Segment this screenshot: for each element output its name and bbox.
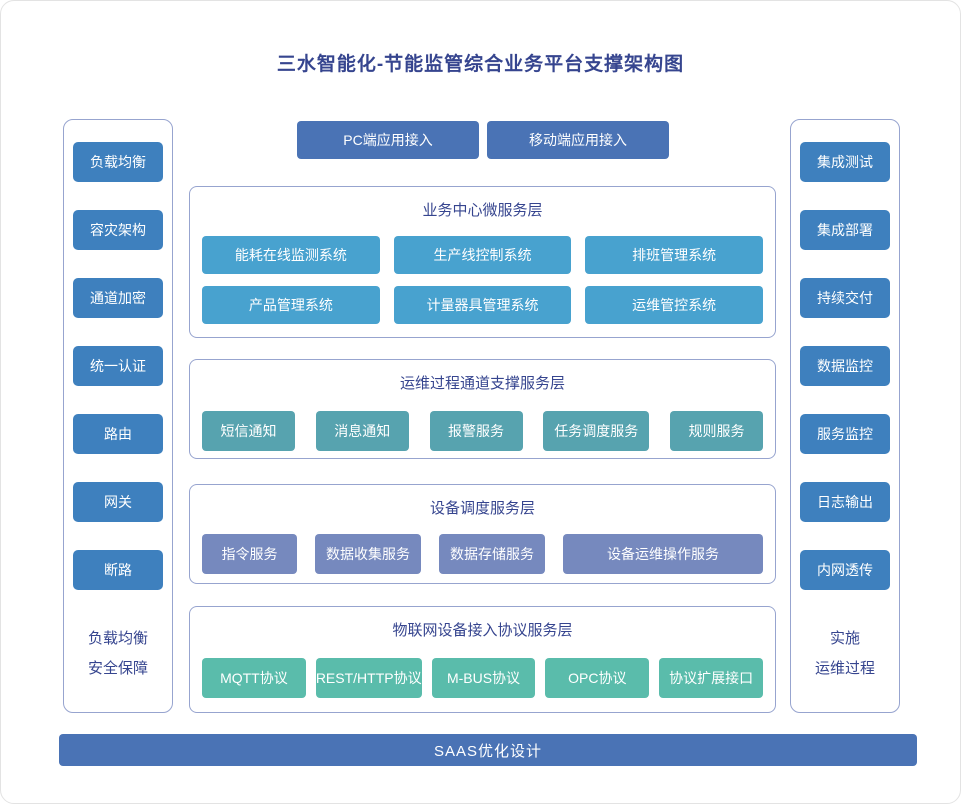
left-panel-nodes: 负载均衡 容灾架构 通道加密 统一认证 路由 网关 断路 bbox=[73, 142, 163, 590]
right-panel-nodes: 集成测试 集成部署 持续交付 数据监控 服务监控 日志输出 内网透传 bbox=[800, 142, 890, 590]
layer-node: 报警服务 bbox=[429, 411, 523, 451]
right-panel-node: 持续交付 bbox=[800, 278, 890, 318]
right-panel-node: 服务监控 bbox=[800, 414, 890, 454]
layer-node: 设备运维操作服务 bbox=[563, 534, 763, 574]
layer-title: 设备调度服务层 bbox=[429, 500, 535, 517]
left-panel-caption: 负载均衡 安全保障 bbox=[88, 624, 148, 684]
layer-row: MQTT协议 REST/HTTP协议 M-BUS协议 OPC协议 协议扩展接口 bbox=[190, 658, 775, 698]
pc-access-node: PC端应用接入 bbox=[297, 121, 479, 159]
right-panel-node: 集成测试 bbox=[800, 142, 890, 182]
layer-node: 协议扩展接口 bbox=[659, 658, 764, 698]
layer-node: MQTT协议 bbox=[202, 658, 306, 698]
left-panel-caption-line: 负载均衡 bbox=[87, 630, 148, 647]
layer-row: 产品管理系统 计量器具管理系统 运维管控系统 bbox=[190, 286, 775, 324]
left-panel-node: 通道加密 bbox=[73, 278, 163, 318]
left-panel-node: 网关 bbox=[73, 482, 163, 522]
layer-node: OPC协议 bbox=[545, 658, 650, 698]
layer-node: 任务调度服务 bbox=[543, 411, 650, 451]
left-panel-node: 断路 bbox=[73, 550, 163, 590]
layer-iot-protocol-access: 物联网设备接入协议服务层 MQTT协议 REST/HTTP协议 M-BUS协议 … bbox=[189, 606, 776, 713]
layer-node: 指令服务 bbox=[202, 534, 297, 574]
layer-node: 生产线控制系统 bbox=[393, 236, 572, 274]
left-panel-caption-line: 安全保障 bbox=[87, 660, 148, 677]
right-panel-caption-line: 实施 bbox=[829, 630, 860, 647]
layer-node: REST/HTTP协议 bbox=[315, 658, 422, 698]
right-panel-caption-line: 运维过程 bbox=[814, 660, 875, 677]
layer-business-microservices: 业务中心微服务层 能耗在线监测系统 生产线控制系统 排班管理系统 产品管理系统 … bbox=[189, 186, 776, 338]
layer-node: 数据收集服务 bbox=[315, 534, 421, 574]
layer-row: 能耗在线监测系统 生产线控制系统 排班管理系统 bbox=[190, 236, 775, 274]
layer-node: 产品管理系统 bbox=[202, 286, 380, 324]
left-panel-node: 负载均衡 bbox=[73, 142, 163, 182]
layer-node: 短信通知 bbox=[202, 411, 295, 451]
right-panel-node: 内网透传 bbox=[800, 550, 890, 590]
layer-row: 指令服务 数据收集服务 数据存储服务 设备运维操作服务 bbox=[190, 534, 775, 574]
right-panel: 集成测试 集成部署 持续交付 数据监控 服务监控 日志输出 内网透传 实施 运维… bbox=[790, 119, 900, 713]
right-panel-node: 日志输出 bbox=[800, 482, 890, 522]
left-panel-node: 容灾架构 bbox=[73, 210, 163, 250]
layer-title: 业务中心微服务层 bbox=[422, 202, 543, 219]
layer-device-scheduling: 设备调度服务层 指令服务 数据收集服务 数据存储服务 设备运维操作服务 bbox=[189, 484, 776, 584]
layer-node: M-BUS协议 bbox=[431, 658, 536, 698]
layer-node: 数据存储服务 bbox=[439, 534, 545, 574]
layer-node: 运维管控系统 bbox=[585, 286, 764, 324]
layer-node: 规则服务 bbox=[670, 411, 763, 451]
right-panel-node: 数据监控 bbox=[800, 346, 890, 386]
mobile-access-node: 移动端应用接入 bbox=[487, 121, 669, 159]
layer-node: 排班管理系统 bbox=[585, 236, 764, 274]
client-access-row: PC端应用接入 移动端应用接入 bbox=[297, 121, 669, 159]
page-title: 三水智能化-节能监管综合业务平台支撑架构图 bbox=[276, 54, 685, 75]
layer-node: 消息通知 bbox=[315, 411, 409, 451]
left-panel: 负载均衡 容灾架构 通道加密 统一认证 路由 网关 断路 负载均衡 安全保障 bbox=[63, 119, 173, 713]
layer-node: 计量器具管理系统 bbox=[393, 286, 572, 324]
layer-node: 能耗在线监测系统 bbox=[202, 236, 380, 274]
right-panel-node: 集成部署 bbox=[800, 210, 890, 250]
layer-row: 短信通知 消息通知 报警服务 任务调度服务 规则服务 bbox=[190, 411, 775, 451]
left-panel-node: 统一认证 bbox=[73, 346, 163, 386]
left-panel-node: 路由 bbox=[73, 414, 163, 454]
layer-ops-channel-support: 运维过程通道支撑服务层 短信通知 消息通知 报警服务 任务调度服务 规则服务 bbox=[189, 359, 776, 459]
saas-optimization-bar: SAAS优化设计 bbox=[59, 734, 917, 766]
layer-title: 物联网设备接入协议服务层 bbox=[392, 622, 573, 639]
right-panel-caption: 实施 运维过程 bbox=[815, 624, 875, 684]
layer-title: 运维过程通道支撑服务层 bbox=[399, 375, 565, 392]
